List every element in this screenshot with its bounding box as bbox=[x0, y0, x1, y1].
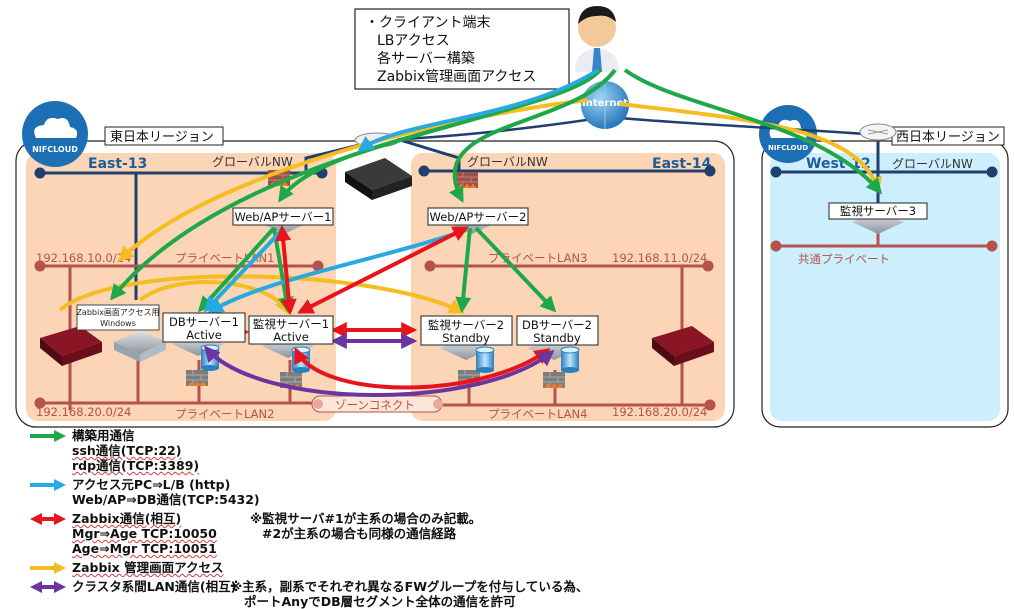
legend-red: Zabbix通信(相互) Mgr⇒Age TCP:10050 Age⇒Mgr T… bbox=[30, 511, 730, 556]
lan1-cidr: 192.168.10.0/24 bbox=[36, 251, 131, 265]
arrow-blue-2 bbox=[203, 226, 286, 313]
server-mon3: 監視サーバー3 bbox=[828, 202, 928, 220]
svg-text:Web/APサーバー1: Web/APサーバー1 bbox=[235, 210, 332, 224]
legend-purple-note: ※主系，副系でそれぞれ異なるFWグループを付与している為、 ポートAnyでDB層… bbox=[230, 579, 589, 609]
arrows-purple bbox=[203, 333, 555, 397]
arrows-red bbox=[220, 224, 551, 390]
zone-east13-title: East-13 bbox=[88, 156, 147, 172]
svg-text:Internet: Internet bbox=[582, 98, 628, 109]
svg-text:LBアクセス: LBアクセス bbox=[377, 33, 450, 49]
lan3-cidr: 192.168.11.0/24 bbox=[612, 251, 707, 265]
arrow-blue-1 bbox=[357, 68, 600, 152]
zone-east14-title: East-14 bbox=[652, 156, 712, 172]
svg-text:Active: Active bbox=[186, 328, 222, 342]
west-router-icon bbox=[859, 123, 897, 141]
east-region-label: 東日本リージョン bbox=[110, 129, 214, 145]
arrow-red-1 bbox=[275, 224, 297, 316]
west-private-label: 共通プライベート bbox=[798, 252, 890, 266]
load-balancer-icon bbox=[345, 132, 412, 200]
zone-west12 bbox=[770, 153, 1000, 421]
svg-text:DBサーバー1: DBサーバー1 bbox=[169, 315, 239, 329]
svg-text:NIFCLOUD: NIFCLOUD bbox=[32, 145, 78, 154]
server-db2: DBサーバー2 Standby bbox=[516, 315, 599, 346]
svg-text:各サーバー構築: 各サーバー構築 bbox=[377, 51, 475, 67]
global-nw-west12-label: グローバルNW bbox=[892, 157, 973, 171]
server-mon2: 監視サーバー2 Standby bbox=[420, 315, 513, 346]
legend: 構築用通信 ssh通信(TCP:22) rdp通信(TCP:3389) アクセス… bbox=[30, 428, 730, 609]
svg-text:Windows: Windows bbox=[100, 319, 136, 328]
svg-text:監視サーバー1: 監視サーバー1 bbox=[253, 317, 329, 331]
server-web2: Web/APサーバー2 bbox=[427, 207, 529, 226]
purple-double-arrow-icon bbox=[30, 581, 66, 593]
router-icon-east13 bbox=[40, 326, 102, 366]
svg-text:Standby: Standby bbox=[442, 331, 490, 345]
server-db1: DBサーバー1 Active bbox=[162, 312, 246, 343]
lan4-label: プライベートLAN4 bbox=[488, 407, 587, 421]
client-note: ・クライアント端末 LBアクセス 各サーバー構築 Zabbix管理画面アクセス bbox=[354, 8, 570, 90]
server-zabbix-windows: Zabbix画面アクセス用 Windows bbox=[76, 304, 160, 331]
internet-globe-icon: Internet bbox=[581, 81, 629, 129]
zone-connect: ゾーンコネクト bbox=[311, 395, 443, 413]
router-icon-east14 bbox=[652, 326, 714, 366]
svg-text:Web/APサーバー2: Web/APサーバー2 bbox=[430, 210, 527, 224]
east-region-label-box bbox=[104, 126, 224, 146]
svg-text:Zabbix管理画面アクセス: Zabbix管理画面アクセス bbox=[377, 69, 536, 85]
blue-arrow-icon bbox=[30, 479, 66, 491]
server-mon1: 監視サーバー1 Active bbox=[248, 315, 334, 345]
private-lan4 bbox=[440, 370, 716, 411]
svg-text:Active: Active bbox=[273, 330, 309, 344]
arrow-green-3 bbox=[448, 68, 617, 203]
lan2-label: プライベートLAN2 bbox=[175, 407, 274, 421]
legend-red-note: ※監視サーバ#1が主系の場合のみ記載。 #2が主系の場合も同様の通信経路 bbox=[250, 511, 482, 541]
svg-text:Zabbix画面アクセス用: Zabbix画面アクセス用 bbox=[76, 308, 159, 317]
nifcloud-logo-east: NIFCLOUD bbox=[22, 101, 88, 167]
user-icon bbox=[575, 6, 619, 72]
arrow-purple-2 bbox=[203, 345, 555, 397]
svg-text:監視サーバー3: 監視サーバー3 bbox=[840, 204, 916, 218]
svg-text:監視サーバー2: 監視サーバー2 bbox=[428, 318, 504, 332]
global-nw-east14-label: グローバルNW bbox=[467, 155, 548, 169]
west-region-label: 西日本リージョン bbox=[896, 130, 1000, 145]
arrow-green-8 bbox=[474, 226, 557, 313]
legend-purple: クラスタ系間LAN通信(相互) ※主系，副系でそれぞれ異なるFWグループを付与し… bbox=[30, 579, 730, 609]
legend-blue: アクセス元PC⇒L/B (http) Web/AP⇒DB通信(TCP:5432) bbox=[30, 477, 730, 507]
internet-to-router-line bbox=[619, 116, 879, 137]
arrow-red-5 bbox=[294, 347, 551, 390]
global-nw-west12 bbox=[770, 140, 998, 210]
yellow-arrow-icon bbox=[30, 562, 66, 574]
west-region-frame bbox=[761, 140, 1009, 428]
arrow-yellow-1 bbox=[117, 98, 589, 263]
svg-text:・クライアント端末: ・クライアント端末 bbox=[365, 15, 490, 31]
svg-text:Standby: Standby bbox=[533, 331, 581, 345]
legend-green: 構築用通信 ssh通信(TCP:22) rdp通信(TCP:3389) bbox=[30, 428, 730, 473]
svg-text:ゾーンコネクト: ゾーンコネクト bbox=[335, 398, 415, 412]
green-arrow-icon bbox=[30, 430, 66, 442]
lan4-cidr: 192.168.20.0/24 bbox=[612, 405, 707, 419]
svg-text:NIFCLOUD: NIFCLOUD bbox=[768, 144, 808, 152]
arrow-yellow-2 bbox=[619, 102, 882, 194]
lan2-cidr: 192.168.20.0/24 bbox=[36, 405, 131, 419]
server-web1: Web/APサーバー1 bbox=[232, 207, 334, 226]
svg-text:DBサーバー2: DBサーバー2 bbox=[522, 318, 592, 332]
arrow-red-2 bbox=[297, 226, 469, 314]
arrow-green-4 bbox=[623, 68, 883, 195]
legend-yellow: Zabbix 管理画面アクセス bbox=[30, 560, 730, 575]
global-nw-east13-label: グローバルNW bbox=[212, 155, 293, 169]
lan3-label: プライベートLAN3 bbox=[488, 251, 587, 265]
red-double-arrow-icon bbox=[30, 513, 66, 525]
